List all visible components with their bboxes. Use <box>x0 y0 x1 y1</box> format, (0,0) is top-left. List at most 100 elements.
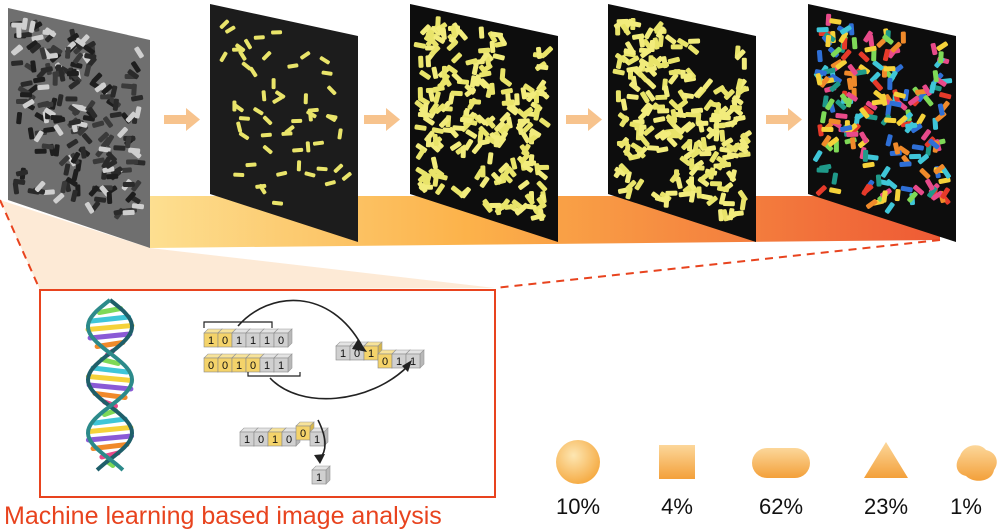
nanoparticle <box>639 135 650 147</box>
nanoparticle <box>63 163 71 176</box>
nanoparticle <box>854 69 867 76</box>
nanoparticle <box>927 186 938 198</box>
bit-value: 1 <box>264 335 270 347</box>
nanoparticle <box>615 90 621 103</box>
nanoparticle <box>484 56 492 69</box>
bit-value: 0 <box>258 434 264 446</box>
nanoparticle <box>459 117 473 124</box>
nanoparticle <box>446 64 458 75</box>
nanoparticle <box>653 21 664 33</box>
nanoparticle <box>907 191 918 203</box>
nanoparticle <box>827 136 839 147</box>
nanoparticle <box>882 48 890 62</box>
nanoparticle <box>629 81 641 92</box>
nanoparticle <box>460 186 471 199</box>
nanoparticle <box>45 47 59 54</box>
nanoparticle <box>645 78 657 90</box>
nanoparticle <box>688 38 701 44</box>
nanoparticle <box>94 196 107 203</box>
nanoparticle <box>131 180 142 192</box>
panel-sparse-detection <box>210 4 358 242</box>
nanoparticle <box>638 109 649 121</box>
nanoparticle <box>523 83 535 94</box>
nanoparticle <box>869 71 881 83</box>
nanoparticle <box>941 167 951 179</box>
nanoparticle <box>884 117 897 124</box>
nanoparticle <box>261 90 267 102</box>
nanoparticle <box>441 65 447 78</box>
nanoparticle <box>825 98 835 111</box>
bit-value: 1 <box>278 360 284 372</box>
nanoparticle <box>829 81 841 92</box>
nanoparticle <box>31 34 44 42</box>
zoom-shadow <box>0 200 495 290</box>
nanoparticle <box>880 166 891 178</box>
nanoparticle <box>821 135 832 147</box>
nanoparticle <box>910 123 923 134</box>
nanoparticle <box>640 48 652 59</box>
nanoparticle <box>11 22 24 28</box>
nanoparticle <box>516 122 524 135</box>
nanoparticle <box>511 199 524 210</box>
nanoparticle <box>219 19 230 29</box>
nanoparticle <box>653 116 666 123</box>
nanoparticle <box>68 118 81 126</box>
nanoparticle <box>931 190 943 201</box>
nanoparticle <box>923 95 934 107</box>
nanoparticle <box>249 66 258 78</box>
nanoparticle <box>41 101 54 107</box>
nanoparticle <box>627 55 640 65</box>
nanoparticle <box>81 133 93 145</box>
nanoparticle <box>872 60 884 71</box>
nanoparticle <box>872 79 883 91</box>
nanoparticle <box>16 25 22 38</box>
nanoparticle <box>117 126 128 138</box>
nanoparticle <box>681 139 693 151</box>
nanoparticle <box>27 127 35 140</box>
nanoparticle <box>304 171 316 178</box>
nanoparticle <box>699 150 712 157</box>
zoom-line-right <box>494 239 941 289</box>
nanoparticle <box>480 165 486 178</box>
nanoparticle <box>53 144 60 157</box>
nanoparticle <box>253 35 265 40</box>
triangle-icon <box>864 442 908 478</box>
nanoparticle <box>899 161 912 167</box>
nanoparticle <box>734 49 746 61</box>
nanoparticle <box>681 92 695 99</box>
nanoparticle <box>887 77 893 90</box>
nanoparticle <box>907 95 920 106</box>
nanoparticle <box>536 180 548 192</box>
nanoparticle <box>418 107 430 119</box>
nanoparticle <box>847 64 858 76</box>
nanoparticle <box>536 169 548 181</box>
nanoparticle <box>471 62 479 76</box>
nanoparticle <box>468 98 482 105</box>
nanoparticle <box>626 66 639 73</box>
crossover-arrow <box>237 299 363 347</box>
nanoparticle <box>729 105 742 111</box>
nanoparticle <box>930 42 938 56</box>
nanoparticle <box>451 72 463 83</box>
nanoparticle <box>900 31 906 44</box>
nanoparticle <box>312 140 324 146</box>
nanoparticle <box>649 39 655 53</box>
nanoparticle <box>33 130 44 143</box>
nanoparticle <box>233 172 245 178</box>
nanoparticle <box>668 73 679 85</box>
nanoparticle <box>938 51 944 64</box>
diagram-caption: Machine learning based image analysis <box>4 502 442 530</box>
nanoparticle <box>134 46 144 59</box>
nanoparticle <box>319 56 330 65</box>
nanoparticle <box>487 31 498 43</box>
nanoparticle <box>478 126 490 137</box>
nanoparticle <box>638 35 645 48</box>
nanoparticle <box>482 201 493 213</box>
nanoparticle <box>232 100 237 112</box>
nanoparticle <box>84 64 92 77</box>
nanoparticle <box>225 25 236 34</box>
nanoparticle <box>889 100 902 108</box>
nanoparticle <box>830 73 842 84</box>
nanoparticle <box>709 151 719 163</box>
nanoparticle <box>620 98 628 111</box>
